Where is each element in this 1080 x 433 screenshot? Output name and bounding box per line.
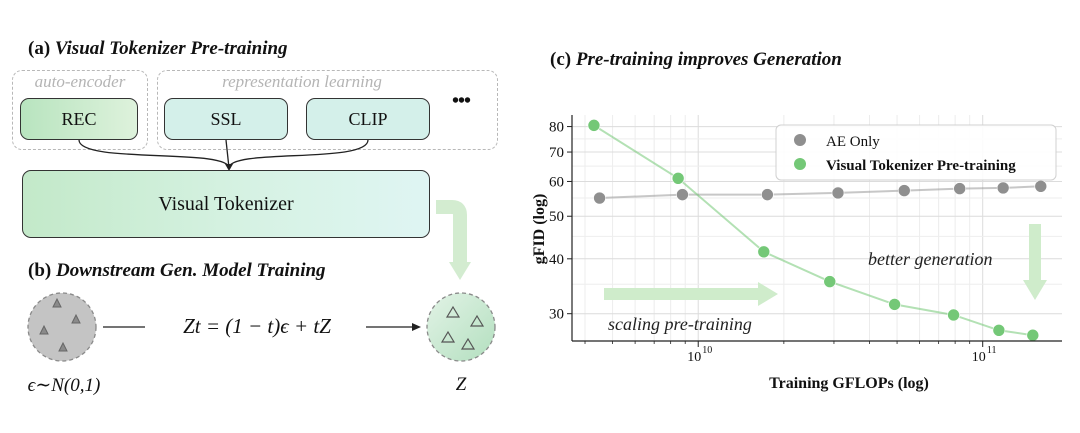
legend: AE Only Visual Tokenizer Pre-training (775, 124, 1057, 181)
ae-only-point (761, 188, 774, 201)
x-tick-exponent: 11 (987, 345, 997, 356)
ae-only-point (1034, 179, 1048, 193)
better-generation-annotation: better generation (868, 249, 992, 269)
equation-to-z-arrowhead (412, 323, 421, 331)
rec-box: REC (20, 98, 138, 140)
scaling-pretraining-arrowhead (758, 282, 778, 306)
tokenizer-to-z-arrow (436, 200, 467, 262)
representation-group-label: representation learning (222, 72, 382, 91)
latent-label: Z (455, 374, 467, 395)
x-tick-exponent: 10 (702, 345, 712, 356)
legend-label-vtp: Visual Tokenizer Pre-training (826, 158, 1016, 174)
legend-label-ae-only: AE Only (826, 134, 880, 150)
y-tick-label: 50 (549, 209, 564, 225)
better-generation-arrow (1029, 224, 1041, 280)
y-tick-label: 60 (549, 174, 564, 190)
ssl-connector (225, 139, 230, 169)
latent-triangle (440, 330, 456, 343)
merge-arrowhead (225, 164, 233, 171)
y-tick-label: 70 (549, 145, 564, 161)
panel-a-connectors (27, 139, 496, 362)
ae-only-point (593, 191, 606, 205)
scaling-pretraining-arrow (604, 288, 758, 300)
clip-box: CLIP (306, 98, 430, 140)
vtp-line (593, 124, 1033, 337)
vtp-point (671, 171, 685, 185)
panel-a-title: (a) Visual Tokenizer Pre-training (28, 38, 288, 59)
y-axis-label: gFID (log) (531, 194, 548, 265)
latent-circle (426, 292, 496, 362)
panel-c-title: (c) Pre-training improves Generation (550, 49, 842, 70)
better-generation-arrowhead (1023, 280, 1047, 300)
representation-group (157, 70, 498, 150)
y-tick-label: 30 (549, 307, 564, 323)
x-tick-label: 10 (972, 350, 986, 365)
panel-c-title-text: Pre-training improves Generation (575, 49, 842, 70)
vtp-point (587, 119, 601, 132)
latent-triangle (445, 305, 461, 318)
vtp-point (823, 275, 837, 288)
legend-marker-ae-only (794, 134, 806, 146)
vtp-point (1026, 328, 1040, 342)
panel-b-title-text: Downstream Gen. Model Training (55, 260, 326, 281)
noise-triangle (39, 324, 49, 335)
vtp-point (888, 298, 901, 311)
noise-triangle (52, 297, 62, 308)
ae-only-point (996, 181, 1010, 195)
flow-equation: Zt = (1 − t)ϵ + tZ (183, 314, 331, 338)
x-axis-label: Training GFLOPs (log) (769, 375, 929, 392)
autoencoder-group-label: auto-encoder (34, 72, 126, 91)
vtp-point (757, 245, 771, 259)
y-tick-label: 80 (549, 120, 564, 136)
ae-only-point (953, 182, 966, 195)
latent-triangle (469, 314, 485, 327)
clip-connector (228, 139, 369, 169)
noise-circle (27, 292, 97, 362)
ae-only-point (897, 184, 911, 197)
latent-triangle (460, 337, 476, 350)
panel-b-title: (b) Downstream Gen. Model Training (28, 260, 326, 281)
rec-connector (78, 139, 230, 169)
legend-box (775, 124, 1057, 181)
x-tick-label: 10 (687, 350, 701, 365)
ssl-box: SSL (164, 98, 288, 140)
scaling-pretraining-annotation: scaling pre-training (608, 314, 752, 334)
vtp-point (992, 323, 1006, 337)
panel-a-title-text: Visual Tokenizer Pre-training (54, 38, 288, 59)
tokenizer-to-z-arrowhead (449, 262, 471, 280)
more-ellipsis: ••• (452, 90, 471, 112)
noise-triangle (58, 341, 68, 352)
ae-only-point (831, 186, 845, 200)
ae-only-point (676, 188, 689, 201)
visual-tokenizer-box: Visual Tokenizer (22, 170, 430, 238)
vtp-point (947, 308, 960, 322)
noise-triangle (71, 313, 81, 324)
noise-label: ϵ∼N(0,1) (27, 375, 101, 396)
y-tick-label: 40 (549, 252, 564, 268)
autoencoder-group (12, 70, 148, 150)
legend-marker-vtp (794, 158, 806, 170)
